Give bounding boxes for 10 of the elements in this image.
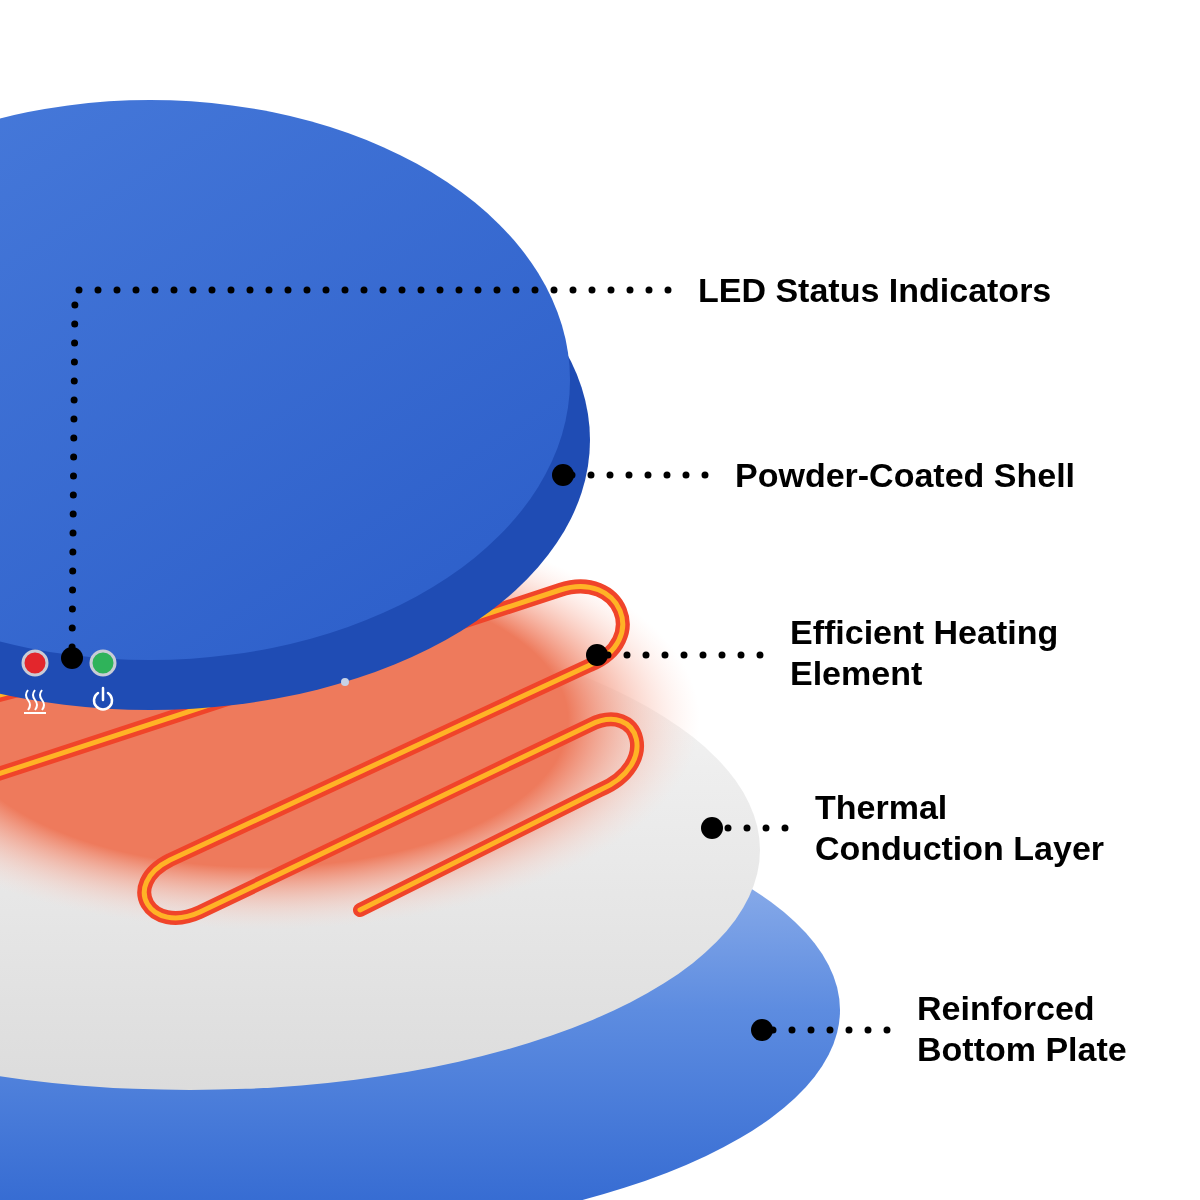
callout-label: Thermal Conduction Layer (815, 787, 1106, 869)
callout-label: Reinforced Bottom Plate (917, 988, 1128, 1070)
callout-label: Efficient Heating Element (790, 612, 1060, 694)
leader-line (701, 817, 789, 839)
leader-line (552, 464, 709, 486)
leader-line (751, 1019, 891, 1041)
callout-label: LED Status Indicators (698, 270, 1052, 311)
leader-line (61, 286, 672, 669)
callout-label: Powder-Coated Shell (735, 455, 1076, 496)
leader-line (586, 644, 764, 666)
